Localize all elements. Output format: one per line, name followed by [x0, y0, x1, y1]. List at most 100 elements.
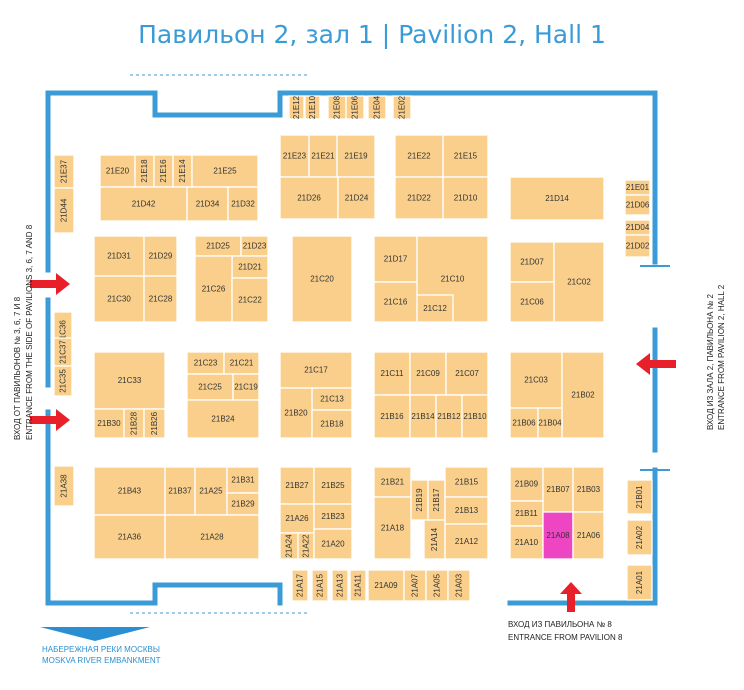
booth-21b24[interactable]: 21B24	[186, 399, 260, 439]
booth-21a11[interactable]: 21A11	[349, 569, 367, 602]
booth-21e21[interactable]: 21E21	[308, 134, 338, 178]
booth-21e12[interactable]: 21E12	[288, 95, 305, 120]
booth-21a03[interactable]: 21A03	[447, 569, 471, 602]
booth-21c26[interactable]: 21C26	[194, 255, 233, 323]
booth-21b15[interactable]: 21B15	[444, 466, 489, 498]
booth-21b27[interactable]: 21B27	[279, 466, 315, 505]
booth-21e14[interactable]: 21E14	[172, 154, 193, 188]
booth-21d29[interactable]: 21D29	[143, 235, 178, 277]
booth-21c37[interactable]: 21C37	[53, 337, 73, 367]
booth-21a09[interactable]: 21A09	[367, 569, 405, 602]
entrance-arrow-left-upper[interactable]	[30, 273, 70, 295]
booth-21e08[interactable]: 21E08	[327, 95, 347, 120]
booth-21d25[interactable]: 21D25	[194, 235, 242, 257]
booth-21d34[interactable]: 21D34	[186, 186, 229, 222]
booth-21c23[interactable]: 21C23	[186, 351, 225, 375]
booth-21b30[interactable]: 21B30	[93, 408, 125, 439]
booth-21b16[interactable]: 21B16	[373, 394, 411, 439]
booth-21e15[interactable]: 21E15	[442, 134, 489, 178]
booth-21e25[interactable]: 21E25	[191, 154, 259, 188]
booth-21b23[interactable]: 21B23	[313, 503, 353, 530]
booth-21a08[interactable]: 21A08	[542, 511, 574, 560]
booth-21b17[interactable]: 21B17	[427, 479, 446, 521]
booth-21d02[interactable]: 21D02	[624, 234, 651, 258]
booth-21b14[interactable]: 21B14	[409, 394, 437, 439]
booth-21d17[interactable]: 21D17	[373, 235, 418, 283]
booth-21b02[interactable]: 21B02	[561, 351, 605, 439]
booth-21b37[interactable]: 21B37	[164, 466, 196, 516]
booth-21a38[interactable]: 21A38	[53, 465, 75, 507]
booth-21b11[interactable]: 21B11	[509, 500, 544, 527]
booth-21b06[interactable]: 21B06	[509, 407, 539, 439]
booth-21e20[interactable]: 21E20	[99, 154, 136, 188]
booth-21c07[interactable]: 21C07	[445, 351, 489, 396]
booth-21c21[interactable]: 21C21	[223, 351, 260, 375]
booth-21b31[interactable]: 21B31	[226, 466, 260, 494]
booth-21d06[interactable]: 21D06	[624, 194, 651, 216]
booth-21c35[interactable]: 21C35	[53, 365, 73, 397]
booth-21a24[interactable]: 21A24	[279, 532, 299, 560]
booth-21a06[interactable]: 21A06	[572, 511, 605, 560]
booth-21e06[interactable]: 21E06	[345, 95, 365, 120]
booth-21d26[interactable]: 21D26	[279, 176, 339, 220]
booth-21c28[interactable]: 21C28	[143, 275, 178, 323]
booth-21c06[interactable]: 21C06	[509, 281, 555, 323]
booth-21a02[interactable]: 21A02	[626, 519, 653, 556]
booth-21b10[interactable]: 21B10	[461, 394, 489, 439]
entrance-arrow-right[interactable]	[636, 353, 676, 375]
booth-21d32[interactable]: 21D32	[227, 186, 259, 222]
booth-21a10[interactable]: 21A10	[509, 525, 544, 560]
booth-21b13[interactable]: 21B13	[444, 496, 489, 525]
booth-21e23[interactable]: 21E23	[279, 134, 310, 178]
booth-21a14[interactable]: 21A14	[423, 519, 446, 560]
booth-21a18[interactable]: 21A18	[373, 496, 412, 560]
booth-21b19[interactable]: 21B19	[410, 479, 429, 521]
booth-21c19[interactable]: 21C19	[232, 373, 260, 401]
booth-21b18[interactable]: 21B18	[311, 409, 353, 439]
booth-21c25[interactable]: 21C25	[186, 373, 234, 401]
booth-21e04[interactable]: 21E04	[367, 95, 387, 120]
booth-21a12[interactable]: 21A12	[444, 523, 489, 560]
booth-21a17[interactable]: 21A17	[291, 569, 309, 602]
booth-21d10[interactable]: 21D10	[442, 176, 489, 220]
booth-21e22[interactable]: 21E22	[394, 134, 444, 178]
booth-21c09[interactable]: 21C09	[409, 351, 447, 396]
entrance-arrow-left-lower[interactable]	[30, 409, 70, 431]
booth-21d42[interactable]: 21D42	[99, 186, 188, 222]
booth-21a26[interactable]: 21A26	[279, 503, 315, 534]
booth-21e01[interactable]: 21E01	[624, 179, 651, 196]
booth-21e37[interactable]: 21E37	[53, 154, 75, 189]
booth-21d23[interactable]: 21D23	[240, 235, 269, 257]
booth-21e18[interactable]: 21E18	[134, 154, 155, 188]
booth-21c11[interactable]: 21C11	[373, 351, 411, 396]
booth-21c02[interactable]: 21C02	[553, 241, 605, 323]
booth-21b07[interactable]: 21B07	[542, 466, 574, 513]
booth-21c03[interactable]: 21C03	[509, 351, 563, 409]
booth-21a22[interactable]: 21A22	[297, 532, 315, 560]
booth-21e02[interactable]: 21E02	[392, 95, 412, 120]
booth-21a15[interactable]: 21A15	[311, 569, 329, 602]
entrance-arrow-bottom[interactable]	[560, 582, 582, 612]
booth-21c13[interactable]: 21C13	[311, 387, 353, 411]
booth-21b03[interactable]: 21B03	[572, 466, 605, 513]
booth-21c33[interactable]: 21C33	[93, 351, 166, 410]
booth-21e19[interactable]: 21E19	[336, 134, 376, 178]
booth-21d14[interactable]: 21D14	[509, 176, 605, 221]
booth-21c16[interactable]: 21C16	[373, 281, 418, 323]
booth-21d31[interactable]: 21D31	[93, 235, 145, 277]
booth-21a25[interactable]: 21A25	[194, 466, 228, 516]
booth-21b21[interactable]: 21B21	[373, 466, 412, 498]
booth-21a28[interactable]: 21A28	[164, 514, 260, 560]
booth-21e10[interactable]: 21E10	[304, 95, 321, 120]
booth-21c30[interactable]: 21C30	[93, 275, 145, 323]
booth-21c20[interactable]: 21C20	[291, 235, 353, 323]
booth-21d24[interactable]: 21D24	[337, 176, 376, 220]
booth-21b26[interactable]: 21B26	[143, 408, 166, 439]
booth-21d21[interactable]: 21D21	[231, 255, 269, 279]
booth-21d07[interactable]: 21D07	[509, 241, 555, 283]
booth-21c22[interactable]: 21C22	[231, 277, 269, 323]
booth-21b09[interactable]: 21B09	[509, 466, 544, 502]
booth-21b29[interactable]: 21B29	[226, 492, 260, 516]
booth-21b20[interactable]: 21B20	[279, 387, 313, 439]
booth-21a07[interactable]: 21A07	[403, 569, 427, 602]
